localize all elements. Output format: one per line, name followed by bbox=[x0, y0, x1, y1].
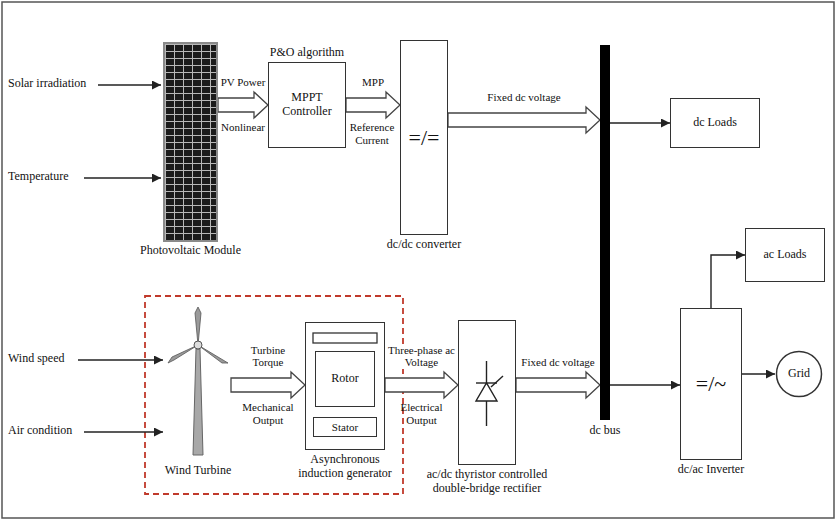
dc-dc-converter-box: =/=dc/dc converter bbox=[400, 40, 448, 235]
node-text: Rotor bbox=[328, 372, 361, 386]
node-caption: Asynchronous induction generator bbox=[290, 453, 400, 481]
stator-upper-bar bbox=[313, 333, 377, 343]
block-arrow bbox=[385, 372, 458, 398]
induction-generator-box: RotorStatorAsynchronous induction genera… bbox=[305, 322, 385, 450]
block-arrow bbox=[346, 92, 400, 118]
mppt-controller-box: P&O algorithmMPPT Controller bbox=[268, 62, 346, 148]
turbine-blade bbox=[168, 345, 198, 363]
pv-module: Photovoltaic Module bbox=[163, 42, 218, 242]
inverter-box: =/~dc/ac Inverter bbox=[680, 308, 742, 460]
node-caption: dc/dc converter bbox=[387, 238, 461, 252]
turbine-blade bbox=[198, 345, 228, 363]
node-text: ac Loads bbox=[761, 248, 810, 262]
wind-system-group bbox=[145, 296, 403, 494]
signal-label: Reference Current bbox=[345, 121, 399, 146]
node-caption: Photovoltaic Module bbox=[140, 244, 241, 258]
node-text: dc Loads bbox=[690, 116, 740, 130]
node-caption: dc bus bbox=[590, 424, 621, 438]
connector-arrow bbox=[610, 384, 680, 385]
node-caption: P&O algorithm bbox=[270, 46, 344, 60]
node-text: =/~ bbox=[693, 371, 729, 396]
thy-picture bbox=[459, 321, 515, 464]
stator-bar: Stator bbox=[313, 417, 377, 437]
node-text: Grid bbox=[785, 367, 813, 381]
dc-loads-box: dc Loads bbox=[670, 98, 760, 148]
input-arrow bbox=[98, 84, 161, 85]
ac-loads-box: ac Loads bbox=[745, 228, 825, 282]
edge-label: PV Power bbox=[220, 76, 267, 89]
connector-arrow bbox=[711, 255, 745, 308]
input-arrow bbox=[78, 359, 163, 360]
signal-label: Mechanical Output bbox=[237, 401, 299, 426]
node-caption: ac/dc thyristor controlled double-bridge… bbox=[412, 468, 562, 496]
turbine-tower bbox=[193, 349, 203, 455]
rotor-box: Rotor bbox=[315, 351, 375, 407]
input-label: Wind speed bbox=[8, 352, 65, 366]
input-arrow bbox=[84, 177, 161, 178]
input-label: Air condition bbox=[8, 424, 72, 438]
dc-bus-bar: dc bus bbox=[600, 45, 610, 420]
block-arrow bbox=[231, 372, 305, 398]
connector-arrow bbox=[610, 122, 670, 123]
node-caption: dc/ac Inverter bbox=[678, 463, 744, 477]
turbine-blade bbox=[195, 307, 201, 345]
connector-arrow bbox=[742, 373, 775, 374]
turbine-hub bbox=[194, 341, 202, 349]
edge-label: MPP bbox=[361, 76, 385, 89]
block-arrow bbox=[218, 92, 268, 118]
edge-label: Three-phase ac Voltage bbox=[386, 344, 458, 369]
edge-label: Fixed dc voltage bbox=[486, 91, 561, 104]
node-text: Stator bbox=[329, 421, 361, 434]
turbine-picture bbox=[165, 305, 231, 460]
wind-turbine: Wind Turbine bbox=[165, 305, 231, 460]
input-label: Solar irradiation bbox=[8, 77, 86, 91]
input-arrow bbox=[84, 431, 163, 432]
thyristor-symbol bbox=[476, 361, 503, 426]
edge-label: Fixed dc voltage bbox=[520, 356, 595, 369]
node-caption: Wind Turbine bbox=[165, 464, 232, 478]
signal-label: Electrical Output bbox=[390, 401, 454, 426]
block-arrow bbox=[516, 372, 600, 398]
grid-outline bbox=[777, 352, 822, 397]
node-text: MPPT Controller bbox=[269, 91, 345, 119]
signal-label: Nonlinear bbox=[218, 121, 268, 134]
input-label: Temperature bbox=[8, 170, 68, 184]
grid-circle: Grid bbox=[775, 350, 823, 398]
edge-label: Turbine Torque bbox=[236, 344, 300, 369]
block-arrow bbox=[448, 107, 600, 133]
rectifier-box: ac/dc thyristor controlled double-bridge… bbox=[458, 320, 516, 465]
node-text: =/= bbox=[406, 125, 443, 150]
